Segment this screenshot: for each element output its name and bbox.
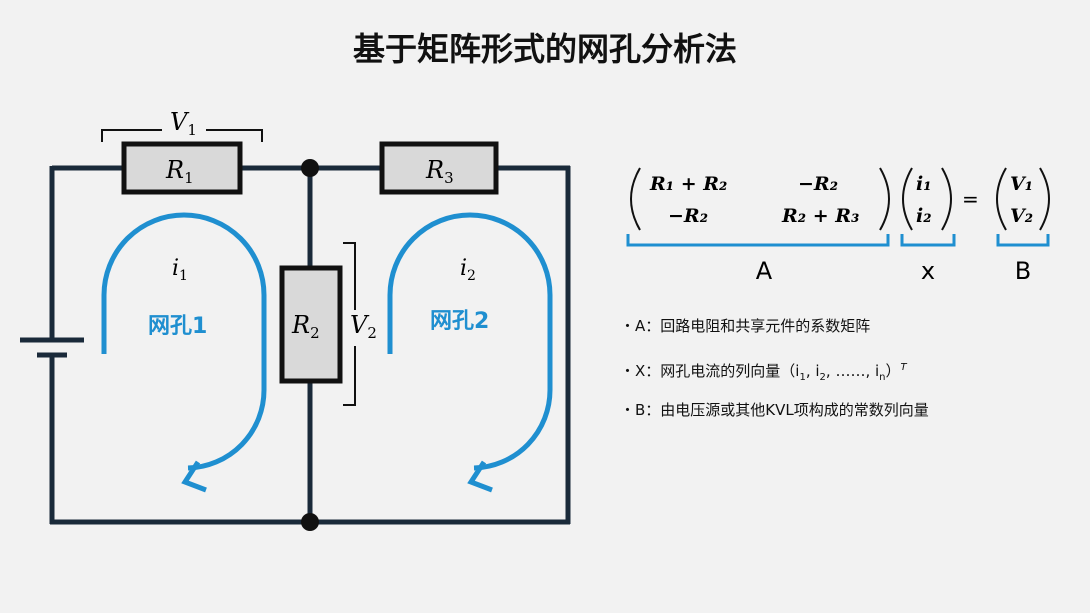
- resistor-r1: [121, 141, 243, 195]
- bullet-x-sub1: 1: [799, 372, 806, 383]
- mesh1-arrowhead: [181, 460, 207, 493]
- circuit-diagram: R1 R3 R2 V1 V2 i1 网孔1 i2 网孔2: [20, 108, 571, 531]
- equals-sign: =: [962, 187, 979, 211]
- r3-label: R3: [425, 156, 454, 187]
- v1-label-bg: [162, 110, 206, 140]
- mesh2-label: 网孔2: [430, 309, 489, 334]
- vector-x-left-paren: [902, 167, 913, 231]
- i1-label: i1: [172, 256, 188, 284]
- bullet-x-text: ・X：网孔电流的列向量（i: [620, 362, 800, 380]
- mesh1-arrow: [101, 212, 267, 471]
- brace-b: [996, 234, 1050, 247]
- label-x: x: [921, 257, 935, 285]
- bullet-x-close: ）: [885, 362, 901, 380]
- brace-a: [626, 234, 890, 247]
- bullet-x-mid1: , i: [805, 362, 820, 380]
- matrix-a21: −R₂: [668, 205, 708, 227]
- bullet-b: ・B：由电压源或其他KVL项构成的常数列向量: [620, 401, 929, 419]
- v1-label: V1: [170, 108, 197, 139]
- v2-label: V2: [350, 311, 377, 342]
- node-top: [301, 159, 319, 177]
- mesh2-arrow: [387, 212, 553, 471]
- r2-label: R2: [291, 311, 320, 342]
- matrix-a-left-paren: [630, 167, 641, 231]
- voltage-source: [20, 337, 84, 358]
- resistor-r3: [379, 141, 499, 195]
- bullet-x-mid2: , ……, i: [825, 362, 880, 380]
- bullet-x-sup: T: [900, 362, 907, 373]
- vector-x-right-paren: [941, 167, 952, 231]
- r1-label: R1: [165, 156, 194, 187]
- bullet-x-sub2: 2: [819, 372, 826, 383]
- vector-x1: i₁: [916, 173, 932, 195]
- matrix-a12: −R₂: [798, 173, 838, 195]
- bullet-x-subn: n: [879, 372, 886, 383]
- node-bottom: [301, 513, 319, 531]
- vector-b-right-paren: [1039, 167, 1050, 231]
- mesh2-arrowhead: [467, 460, 493, 493]
- matrix-a-right-paren: [879, 167, 890, 231]
- vector-b2: V₂: [1010, 205, 1033, 227]
- matrix-a22: R₂ + R₃: [781, 205, 859, 227]
- label-b: B: [1015, 257, 1031, 285]
- vector-x2: i₂: [916, 205, 932, 227]
- label-a: A: [756, 257, 773, 285]
- vector-b1: V₁: [1010, 173, 1033, 195]
- bullet-notes: ・A：回路电阻和共享元件的系数矩阵 ・X：网孔电流的列向量（i1, i2, ………: [620, 315, 929, 441]
- v2-label-bg: [348, 310, 388, 346]
- bullet-a: ・A：回路电阻和共享元件的系数矩阵: [620, 317, 871, 335]
- page-title: 基于矩阵形式的网孔分析法: [352, 30, 737, 68]
- resistor-r2: [279, 265, 343, 384]
- mesh1-label: 网孔1: [148, 314, 207, 339]
- bullet-x: ・X：网孔电流的列向量（i1, i2, ……, in）T: [620, 357, 929, 399]
- brace-x: [900, 234, 956, 247]
- matrix-a11: R₁ + R₂: [649, 173, 727, 195]
- vector-b-left-paren: [996, 167, 1007, 231]
- i2-label: i2: [460, 256, 476, 284]
